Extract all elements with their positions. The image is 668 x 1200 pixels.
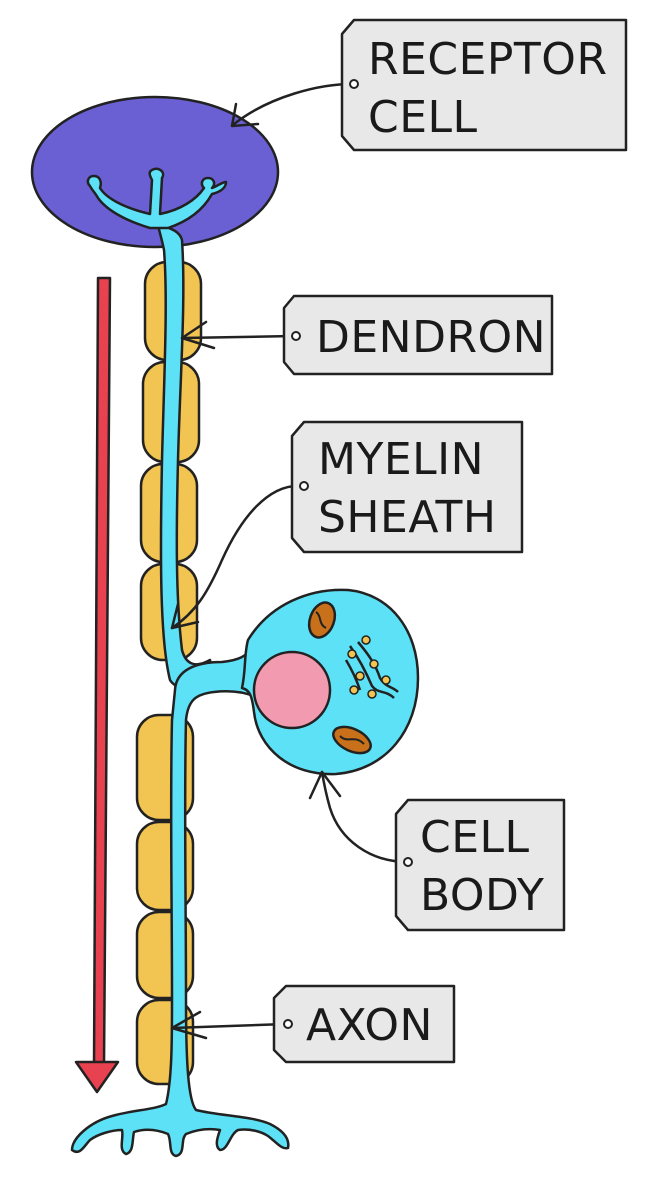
dendron-label-text: DENDRON (316, 312, 546, 363)
leader-receptor-cell (230, 82, 354, 128)
dendrite-branches (86, 167, 228, 230)
tag-hole (403, 857, 413, 867)
axon-label-text: AXON (306, 1000, 433, 1051)
myelin-sheath-label-line1: MYELIN (318, 434, 484, 485)
leader-cell-body (308, 770, 410, 864)
tag-hole (299, 481, 309, 491)
receptor-cell-label-line2: CELL (368, 92, 478, 143)
down-arrow-icon (74, 276, 120, 1094)
dendron-label: DENDRON (282, 294, 554, 376)
axon-label: AXON (272, 984, 456, 1064)
axon (70, 646, 290, 1158)
myelin-sheath-label: MYELIN SHEATH (290, 420, 524, 554)
receptor-cell-label: RECEPTOR CELL (340, 18, 628, 152)
receptor-cell-label-line1: RECEPTOR (368, 34, 608, 85)
myelin-sheath-label-line2: SHEATH (318, 492, 496, 543)
rough-er (344, 635, 399, 699)
cell-body-label-line2: BODY (420, 870, 544, 921)
nucleus (252, 650, 332, 730)
mitochondrion (307, 601, 337, 639)
leader-myelin-sheath (170, 484, 306, 630)
cell-body-label: CELL BODY (394, 798, 566, 932)
leader-dendron (180, 320, 296, 350)
leader-axon (170, 1010, 288, 1040)
tag-hole (283, 1019, 293, 1029)
impulse-arrow-shaft (92, 276, 112, 1067)
tag-hole (349, 79, 359, 89)
cell-body-label-line1: CELL (420, 812, 530, 863)
mitochondrion (332, 725, 372, 755)
impulse-arrow-head (74, 1060, 120, 1094)
tag-hole (291, 331, 301, 341)
